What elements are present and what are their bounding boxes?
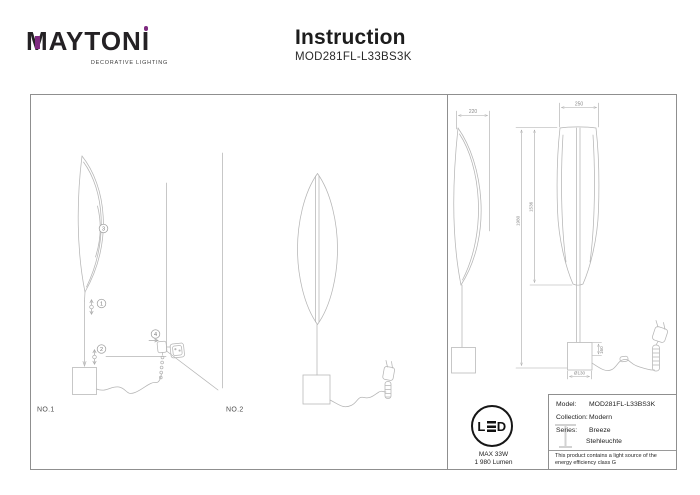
dim-base-height: 160	[599, 346, 604, 354]
figure-2-label: NO.2	[226, 407, 244, 414]
model-number: MOD281FL-L33BS3K	[295, 51, 412, 63]
max-power: MAX 33W	[478, 451, 509, 458]
logo-letter-m: M	[26, 26, 49, 56]
table-row-series: Series: Breeze	[556, 427, 611, 434]
led-letter-l: L	[477, 418, 486, 434]
side-view-drawing	[451, 110, 490, 374]
figure-2-drawing	[222, 152, 395, 408]
product-info-table: Model: MOD281FL-L33BS3K Collection:Modern…	[548, 394, 677, 470]
dim-depth: 220	[469, 109, 478, 115]
collection-label: Collection:	[556, 414, 588, 421]
dim-base-diameter: Ø130	[574, 371, 586, 376]
callout-4: 4	[154, 332, 157, 338]
series-label: Series:	[556, 427, 578, 434]
model-value: MOD281FL-L33BS3K	[589, 401, 656, 408]
luminous-flux: 1 980 Lumen	[474, 459, 513, 466]
logo-letter-i: I	[141, 26, 151, 56]
led-letter-e-icon	[486, 420, 496, 432]
table-row-collection: Collection:Modern	[556, 414, 612, 421]
instruction-diagram: 1 2 3 4 NO.1 NO.2	[30, 94, 677, 470]
logo-i-dot-icon	[143, 26, 149, 31]
model-label: Model:	[556, 401, 577, 408]
figure-1-label: NO.1	[37, 407, 55, 414]
table-row-model: Model: MOD281FL-L33BS3K	[556, 401, 655, 408]
callout-3: 3	[102, 227, 105, 233]
floor-lamp-icon	[555, 424, 576, 448]
dim-height-shade: 1536	[529, 201, 534, 212]
front-view-drawing	[515, 102, 668, 380]
callout-1: 1	[100, 302, 103, 308]
led-letter-d: D	[496, 418, 507, 434]
series-value-2: Stehleuchte	[586, 438, 622, 445]
dim-width: 250	[575, 102, 584, 108]
sheet-border	[30, 94, 677, 470]
logo-letters: AYTON	[48, 26, 142, 56]
logo-tagline: DECORATIVE LIGHTING	[90, 60, 168, 66]
series-value: Breeze	[589, 427, 611, 434]
callout-2: 2	[100, 347, 103, 353]
page-title: Instruction	[295, 26, 406, 49]
energy-note: This product contains a light source of …	[555, 453, 657, 466]
figure-1-drawing: 1 2 3 4	[72, 155, 219, 395]
maytoni-logo: MAYTONI	[26, 26, 151, 56]
table-divider	[549, 450, 676, 451]
dim-height-total: 1980	[516, 215, 521, 226]
collection-value: Modern	[589, 414, 613, 421]
